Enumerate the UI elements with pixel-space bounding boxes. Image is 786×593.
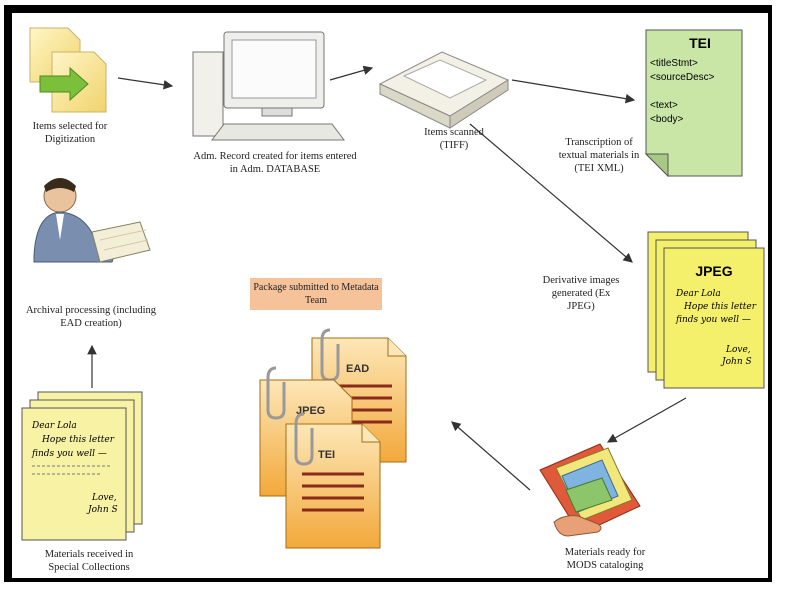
jpeg-doc-line: finds you well — — [675, 315, 751, 325]
diagram-frame — [4, 5, 772, 582]
letter-line: Dear Lola — [31, 421, 77, 431]
items-selected-label: Items selected for Digitization — [32, 121, 108, 145]
jpeg-doc-line: Love, — [725, 345, 751, 355]
jpeg-doc-line: Hope this letter — [683, 302, 757, 312]
tei-document-icon: TEI — [285, 412, 381, 549]
jpeg-doc-title: JPEG — [695, 263, 732, 279]
arrow — [606, 397, 687, 443]
tei-doc-line: <body> — [650, 114, 684, 125]
arrow — [511, 79, 636, 104]
tei-doc-line: <sourceDesc> — [650, 72, 715, 83]
flow-arrows — [87, 65, 687, 491]
computer-icon — [192, 31, 345, 141]
letter-line: Hope this letter — [41, 435, 115, 445]
folder-hand-icon — [539, 443, 641, 537]
scanner-icon — [378, 51, 510, 129]
derivative-label: Derivative images generated (Ex JPEG) — [542, 275, 620, 312]
letter-line: Love, — [91, 493, 117, 503]
tei-xml-document-icon: TEI <titleStmt> <sourceDesc> <text> <bod… — [644, 29, 743, 178]
selected-docs-icon — [29, 27, 107, 113]
materials-received-label: Materials received in Special Collection… — [44, 549, 134, 573]
letter-line: finds you well — — [31, 449, 107, 459]
arrow — [451, 421, 531, 491]
letter-line: John S — [86, 505, 118, 515]
jpeg-doc-line: John S — [720, 357, 752, 367]
adm-record-label: Adm. Record created for items entered in… — [193, 151, 357, 175]
package-title: Package submitted to Metadata Team — [250, 278, 382, 310]
arrow — [469, 123, 633, 263]
archival-label: Archival processing (including EAD creat… — [25, 305, 157, 329]
ead-doc-label: EAD — [346, 363, 369, 375]
items-scanned-label: Items scanned (TIFF) — [424, 127, 484, 151]
tei-doc-line: <text> — [650, 100, 678, 111]
tei-package-label: TEI — [318, 449, 335, 461]
transcription-label: Transcription of textual materials in (T… — [558, 137, 640, 174]
tei-doc-line: <titleStmt> — [650, 58, 698, 69]
arrow — [329, 65, 374, 81]
arrow — [117, 77, 174, 90]
archivist-icon — [33, 178, 151, 263]
materials-ready-label: Materials ready for MODS cataloging — [564, 547, 646, 571]
jpeg-images-icon: JPEG Dear Lola Hope this letter finds yo… — [647, 231, 765, 389]
tei-doc-title: TEI — [689, 35, 711, 51]
letters-stack-icon: Dear Lola Hope this letter finds you wel… — [21, 391, 143, 541]
jpeg-doc-line: Dear Lola — [675, 289, 721, 299]
